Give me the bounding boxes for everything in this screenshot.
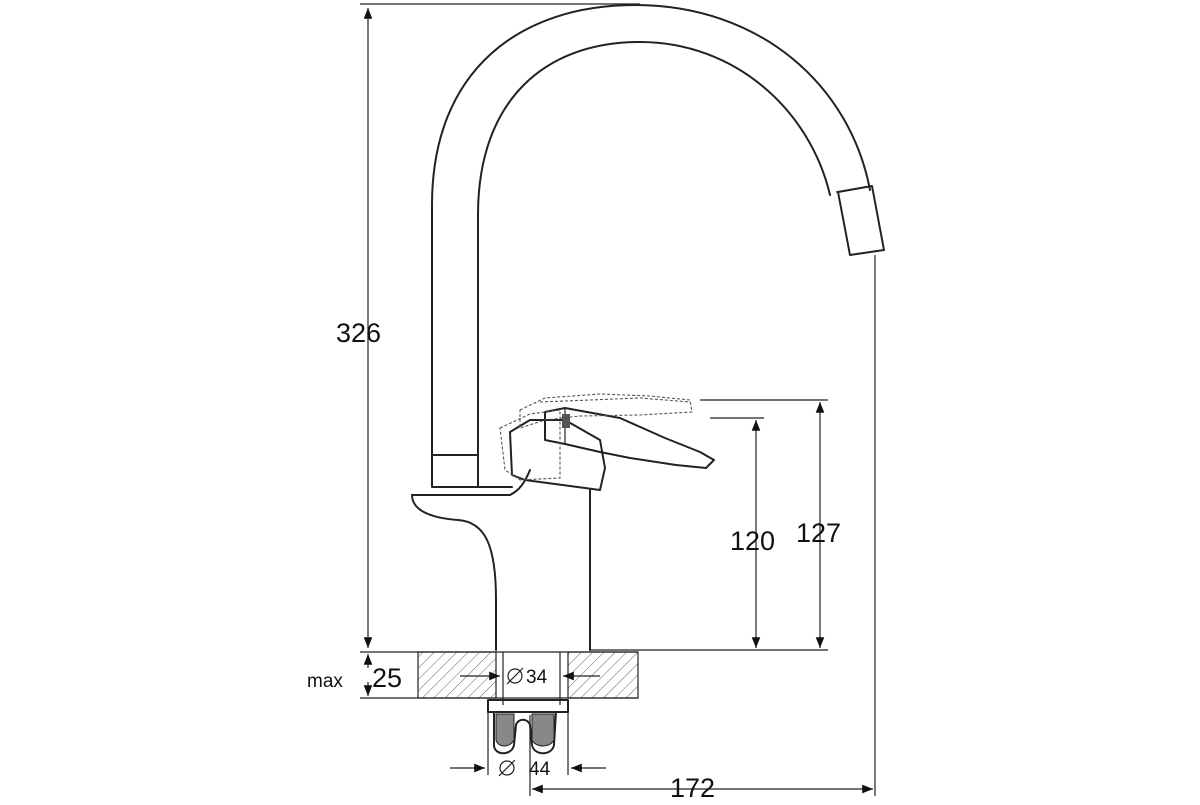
reach-label: 172 — [670, 773, 715, 800]
deck-thickness-label: 25 — [372, 663, 402, 693]
max-label: max — [307, 671, 343, 692]
faucet-body — [411, 469, 591, 651]
height-total-label: 326 — [336, 318, 381, 348]
nut-diameter-label: 44 — [529, 759, 551, 780]
body-height-label: 127 — [796, 518, 841, 548]
dim-hole-diameter — [460, 667, 600, 685]
lever-height-label: 120 — [730, 526, 775, 556]
dim-deck-thickness — [360, 654, 418, 699]
dim-reach — [529, 255, 876, 796]
mounting-nut — [487, 699, 569, 755]
dim-lever-heights — [590, 399, 828, 651]
lever-handle — [499, 393, 715, 491]
dim-total-height — [360, 3, 640, 653]
countertop-section — [417, 651, 639, 705]
hole-diameter-label: 34 — [526, 667, 548, 688]
dim-nut-diameter — [450, 712, 606, 777]
spout — [431, 4, 885, 488]
